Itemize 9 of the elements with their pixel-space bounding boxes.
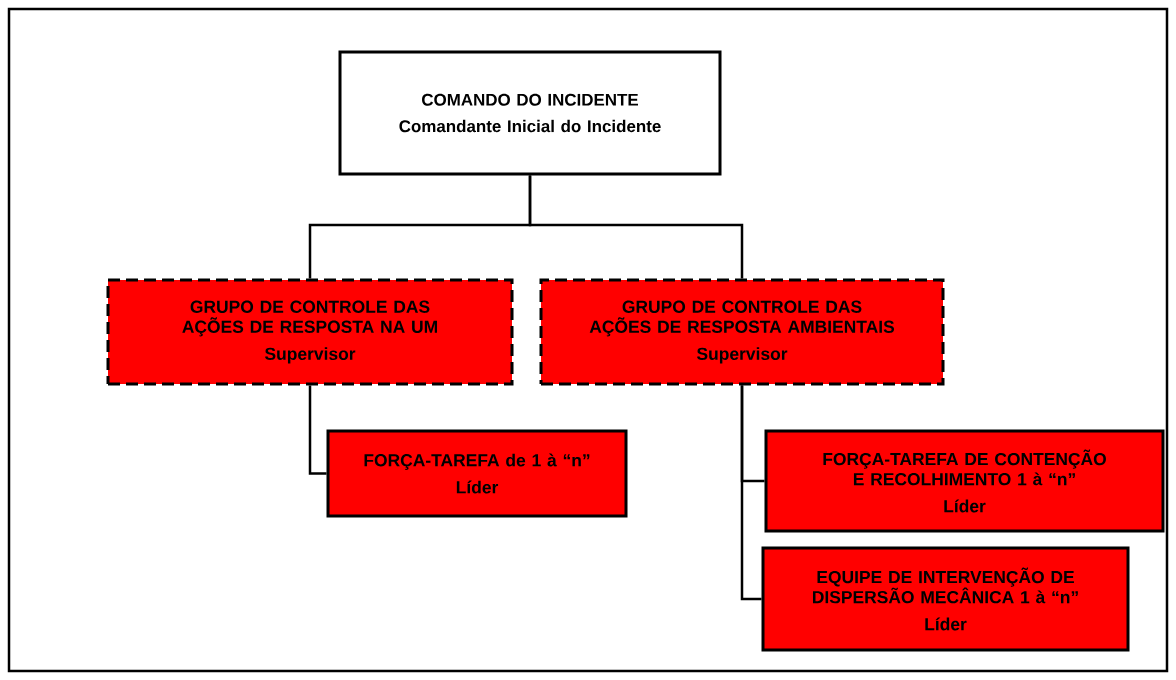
- group-box: GRUPO DE CONTROLE DAS AÇÕES DE RESPOSTA NA UM Supervisor: [106, 278, 514, 386]
- team-box: FORÇA-TAREFA de 1 à “n” Líder: [326, 429, 628, 518]
- group-box: GRUPO DE CONTROLE DAS AÇÕES DE RESPOSTA AMBIENTAIS Supervisor: [539, 278, 945, 386]
- connector-line: [740, 385, 762, 601]
- connector-line: [528, 175, 744, 279]
- command-box: COMANDO DO INCIDENTE Comandante Inicial do Incidente: [338, 50, 722, 176]
- team-box: FORÇA-TAREFA DE CONTENÇÃO E RECOLHIMENTO 1 à “n” Líder: [764, 429, 1165, 533]
- connector-line: [308, 385, 327, 475]
- team-box: EQUIPE DE INTERVENÇÃO DE DISPERSÃO MECÂNICA 1 à “n” Líder: [761, 546, 1130, 652]
